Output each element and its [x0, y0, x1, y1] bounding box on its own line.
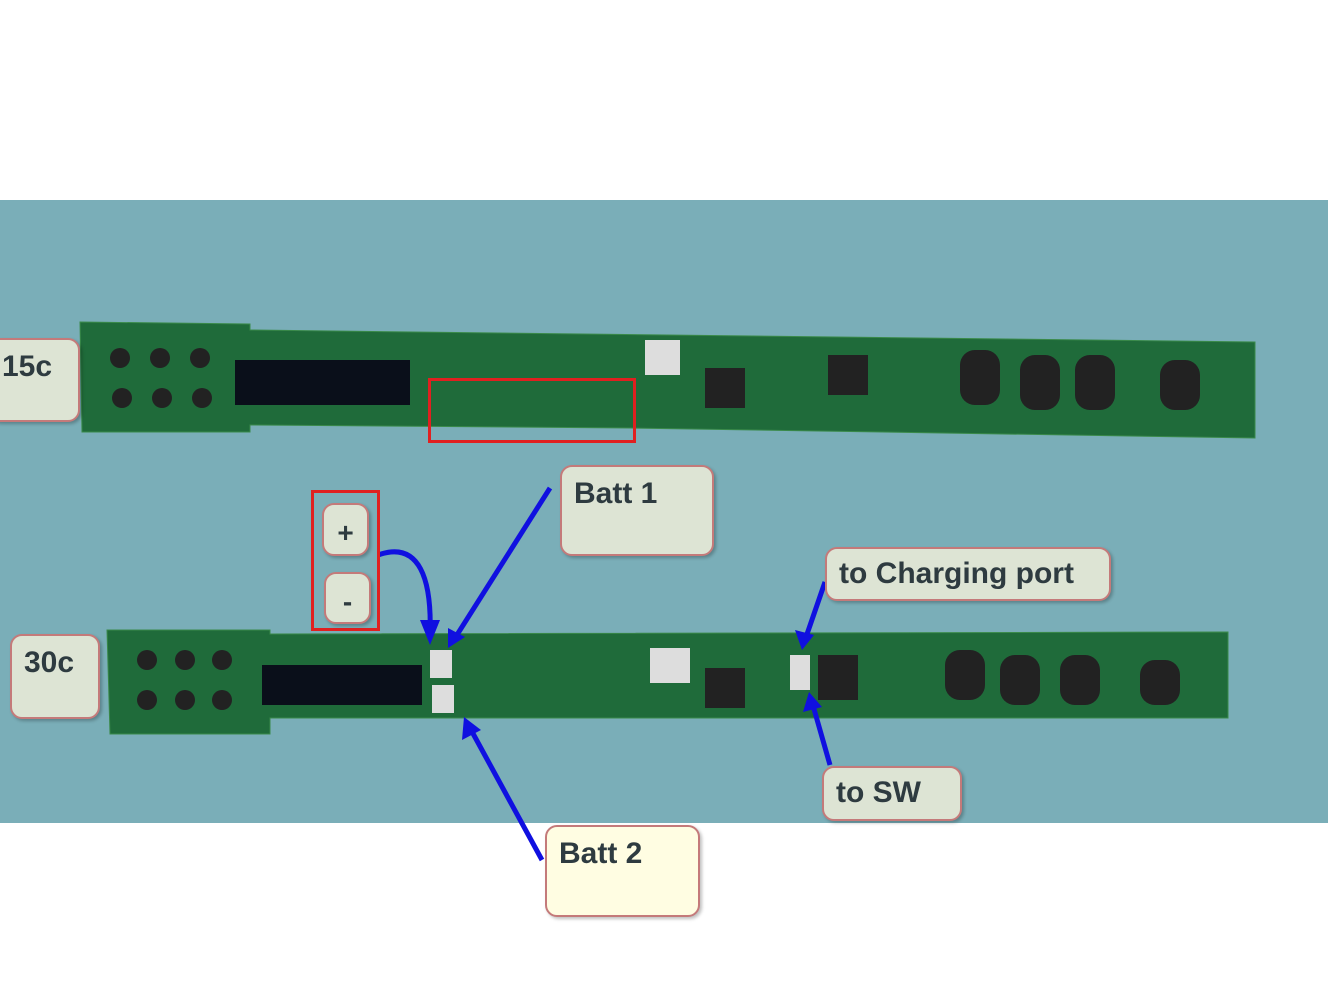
label-plus: + — [322, 503, 369, 556]
arrows — [377, 486, 833, 862]
charging-sw-connector — [790, 655, 810, 690]
batt2-connector — [432, 685, 454, 713]
batt2-arrow — [467, 726, 545, 862]
polarity-highlight — [311, 490, 380, 631]
polarity-arrow — [377, 549, 433, 636]
oled-display — [235, 360, 410, 405]
pcb-board-30c — [106, 629, 1229, 735]
label-batt2: Batt 2 — [545, 825, 700, 917]
pcb-board-15c — [79, 321, 1256, 439]
label-to-sw: to SW — [822, 766, 962, 821]
oled-display — [262, 665, 422, 705]
batt1-connector — [430, 650, 452, 678]
sw-arrow — [809, 701, 833, 766]
batt1-arrow — [452, 486, 553, 640]
label-minus: - — [324, 572, 371, 624]
label-15c: 15c — [0, 338, 80, 422]
label-charging-port: to Charging port — [825, 547, 1111, 601]
label-batt1: Batt 1 — [560, 465, 714, 556]
highlight-region-15c — [428, 378, 636, 443]
charging-arrow — [802, 581, 828, 641]
label-30c: 30c — [10, 634, 100, 719]
